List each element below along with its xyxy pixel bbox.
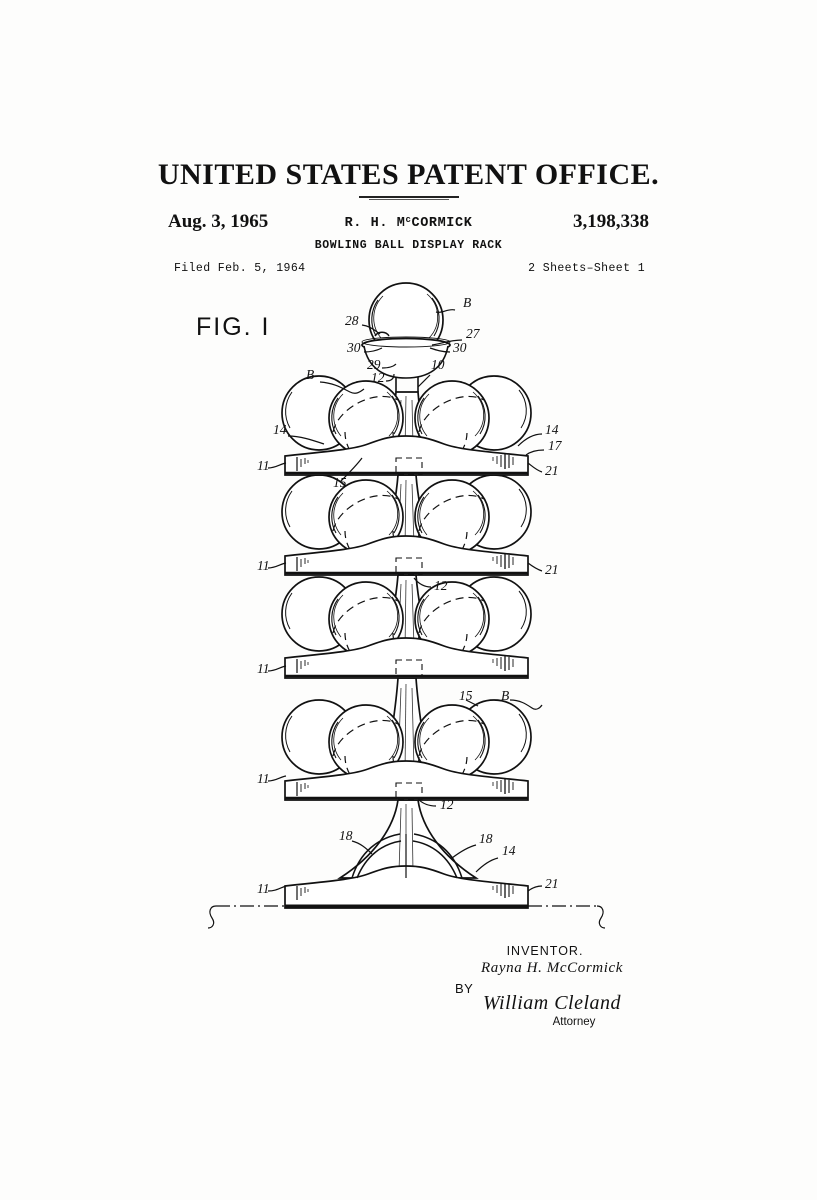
reference-numeral: 27: [466, 326, 481, 341]
inventor-label: INVENTOR.: [506, 944, 584, 958]
reference-numeral: 30: [346, 340, 361, 355]
reference-numeral: 11: [257, 661, 270, 676]
base-shelf: [284, 865, 529, 909]
reference-numeral: 30: [452, 340, 467, 355]
issue-date: Aug. 3, 1965: [168, 211, 269, 232]
inventor-surname-superscript: c: [405, 215, 412, 225]
invention-title: BOWLING BALL DISPLAY RACK: [314, 239, 503, 252]
reference-numeral: B: [463, 295, 471, 310]
reference-numeral: 10: [431, 357, 445, 372]
reference-numeral: B: [501, 688, 509, 703]
reference-numeral: 21: [545, 562, 559, 577]
shelf-4: [284, 760, 529, 801]
sheet-count: 2 Sheets–Sheet 1: [528, 262, 645, 275]
inventor-surname-line: R. H. McCORMICK: [0, 215, 817, 231]
reference-numeral: 14: [545, 422, 559, 437]
page-title: UNITED STATES PATENT OFFICE.: [157, 158, 660, 191]
reference-numeral: 28: [345, 313, 359, 328]
reference-numeral: 21: [545, 876, 559, 891]
title-rule: [358, 196, 459, 198]
reference-numeral: 15: [459, 688, 473, 703]
title-rule-secondary: [368, 199, 449, 200]
reference-numeral: 14: [502, 843, 516, 858]
inventor-surname-rest: CORMICK: [411, 216, 473, 231]
reference-numeral: 15: [333, 475, 347, 490]
reference-numeral: 18: [339, 828, 353, 843]
reference-numeral: 11: [257, 458, 270, 473]
attorney-label: Attorney: [552, 1016, 596, 1028]
reference-numeral: 12: [371, 370, 385, 385]
reference-numeral: 11: [257, 771, 270, 786]
inventor-signature: Rayna H. McCormick: [480, 960, 623, 976]
filing-date: Filed Feb. 5, 1964: [174, 262, 306, 275]
reference-numeral: 18: [479, 831, 493, 846]
reference-numeral: 14: [273, 422, 287, 437]
inventor-surname-prefix: R. H. M: [344, 216, 406, 231]
reference-numeral: 11: [257, 558, 270, 573]
reference-numeral: 11: [257, 881, 270, 896]
reference-numeral: 29: [367, 357, 381, 372]
by-label: BY: [455, 981, 474, 996]
shelf-2: [284, 535, 529, 576]
reference-numeral: 12: [434, 578, 448, 593]
patent-number: 3,198,338: [573, 211, 649, 232]
reference-numeral: 21: [545, 463, 559, 478]
shelf-3: [284, 637, 529, 679]
reference-numeral: 12: [440, 797, 454, 812]
figure-label: FIG. I: [196, 313, 271, 341]
signature-block: INVENTOR. Rayna H. McCormick BY William …: [437, 944, 667, 1028]
reference-numeral: 17: [548, 438, 563, 453]
reference-numeral: B: [306, 367, 314, 382]
shelf-1: [284, 435, 529, 476]
attorney-signature: William Cleland: [482, 992, 622, 1014]
